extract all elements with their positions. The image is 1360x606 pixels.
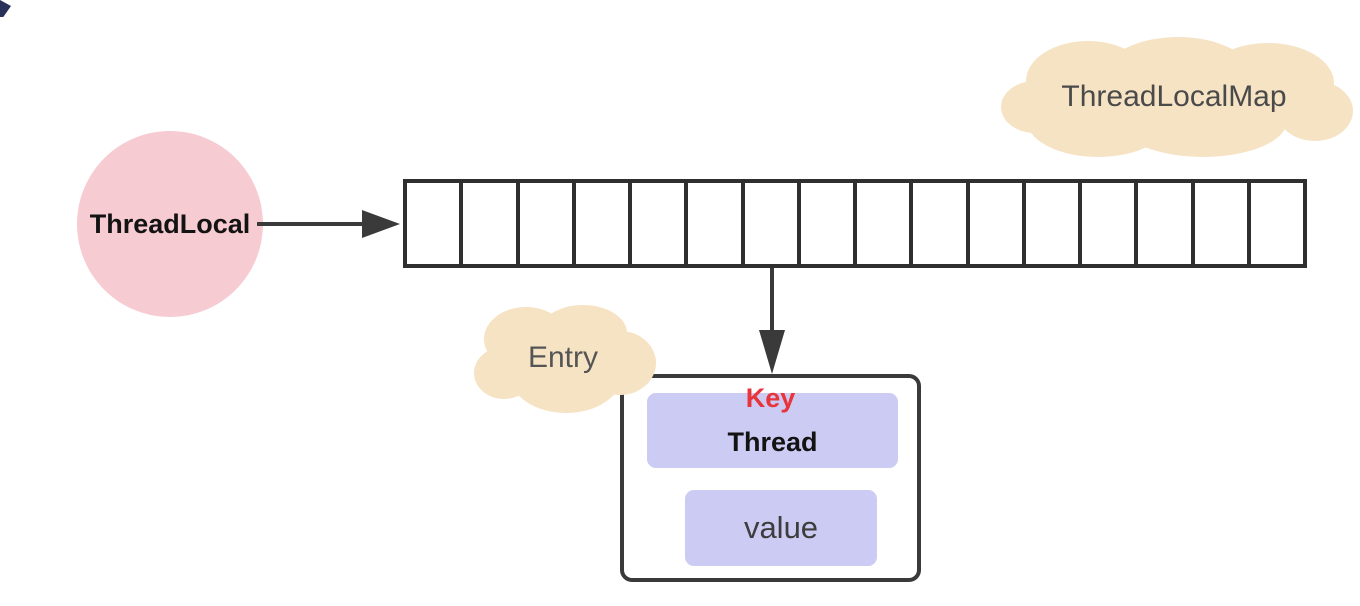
array-cell — [407, 183, 460, 264]
array-cell — [571, 183, 628, 264]
array-cell — [740, 183, 797, 264]
corner-fragment-icon — [0, 0, 7, 16]
value-field: value — [685, 490, 877, 566]
threadlocal-label: ThreadLocal — [89, 208, 251, 239]
threadlocalmap-cloud: ThreadLocalMap — [993, 33, 1355, 161]
array-cell — [1078, 183, 1135, 264]
array-cell — [684, 183, 741, 264]
array-cell — [1134, 183, 1191, 264]
hash-bucket-array — [403, 179, 1307, 268]
array-cell — [1021, 183, 1078, 264]
array-cell — [965, 183, 1022, 264]
key-field-label: Thread — [727, 427, 818, 457]
arrow-to-array-head-icon — [362, 210, 400, 238]
threadlocalmap-label: ThreadLocalMap — [1061, 80, 1287, 113]
array-cell — [909, 183, 966, 264]
key-field: Thread — [647, 393, 898, 468]
array-cell — [853, 183, 910, 264]
value-field-label: value — [743, 510, 819, 545]
array-cell — [459, 183, 516, 264]
arrow-to-array — [257, 222, 367, 226]
array-cell — [1246, 183, 1303, 264]
array-cell — [515, 183, 572, 264]
cloud-icon — [474, 305, 656, 413]
arrow-to-entry-head-icon — [759, 330, 785, 374]
array-cell — [796, 183, 853, 264]
threadlocal-node: ThreadLocal — [77, 131, 263, 317]
entry-label: Entry — [527, 341, 599, 374]
cloud-icon — [1001, 37, 1353, 157]
arrow-to-entry — [770, 268, 774, 336]
key-annotation: Key — [745, 383, 796, 413]
array-cell — [1190, 183, 1247, 264]
entry-cloud: Entry — [468, 299, 658, 417]
entry-box: Key Thread value — [620, 374, 921, 582]
array-cell — [628, 183, 685, 264]
